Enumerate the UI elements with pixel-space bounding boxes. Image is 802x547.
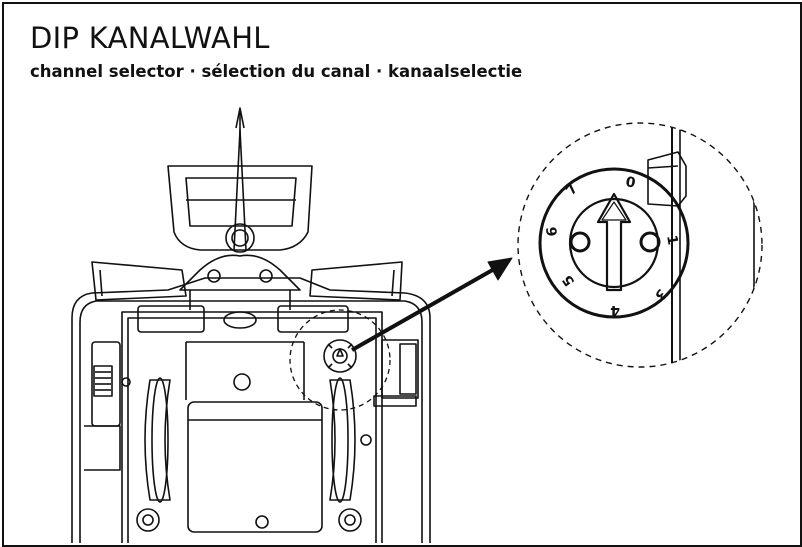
dial-label-1: 1 [663,234,680,246]
dial-label-4: 4 [610,302,620,318]
page-subtitle: channel selector · sélection du canal · … [30,62,523,81]
dial-label-5: 5 [560,272,579,289]
dial-label-6: 6 [544,226,561,237]
transmitter-body [71,107,431,543]
rotary-dip-switch [538,167,690,319]
dial-label-0: 0 [624,174,637,191]
callout-arrow [351,257,513,352]
magnified-detail [517,122,763,368]
dip-dial-location [289,309,391,411]
dial-label-7: 7 [563,181,582,199]
page-title: DIP KANALWAHL [30,21,270,55]
